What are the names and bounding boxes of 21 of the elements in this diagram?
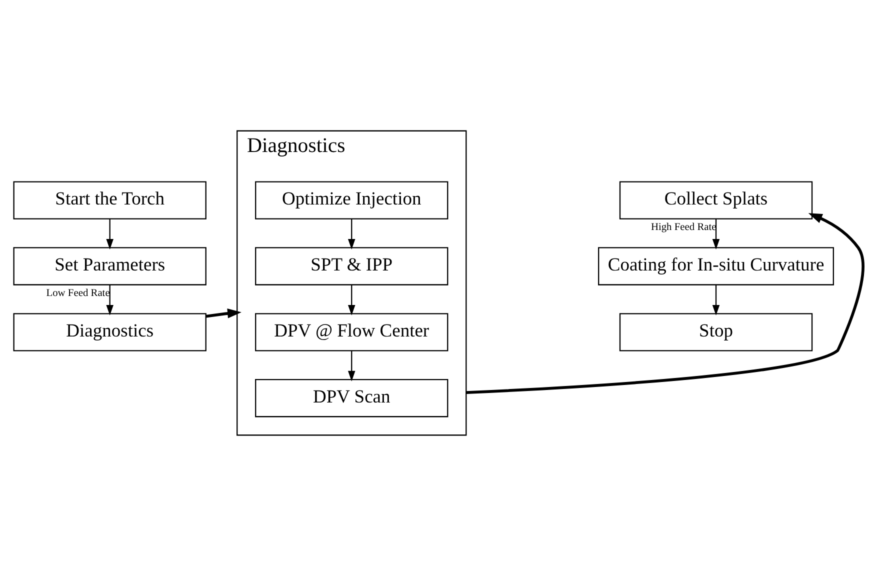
arrow: [348, 218, 356, 249]
node-box: Optimize Injection: [255, 180, 448, 219]
edge-label: High Feed Rate: [650, 222, 716, 233]
node-box: Collect Splats: [619, 180, 813, 219]
arrow: [106, 284, 114, 315]
node-box: SPT & IPP: [255, 246, 448, 285]
arrow: [466, 212, 864, 394]
node-box: DPV Scan: [255, 378, 448, 417]
arrow: [348, 284, 356, 315]
arrow: [206, 308, 242, 318]
node-box: Stop: [619, 312, 813, 351]
node-box: Diagnostics: [13, 312, 206, 351]
arrow: [348, 350, 356, 381]
node-box: DPV @ Flow Center: [255, 312, 448, 351]
node-box: Set Parameters: [13, 246, 206, 285]
arrow: [712, 284, 720, 315]
arrow: [106, 218, 114, 249]
node-box: Coating for In-situ Curvature: [598, 246, 834, 285]
node-box: Start the Torch: [13, 180, 206, 219]
edge-label: Low Feed Rate: [46, 288, 110, 299]
arrow: [712, 218, 720, 249]
